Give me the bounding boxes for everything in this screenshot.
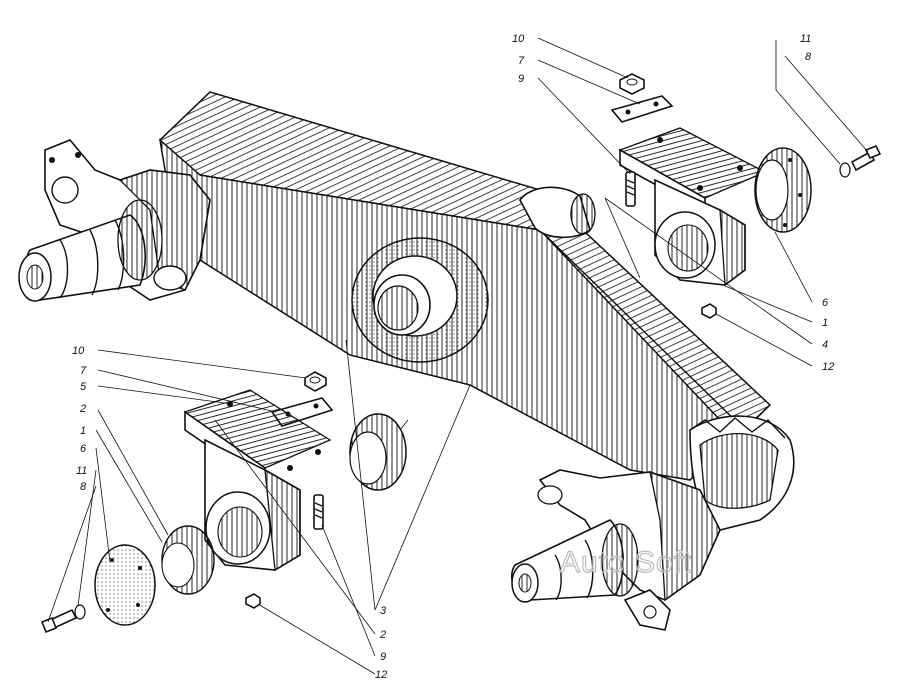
axle-beam xyxy=(159,91,795,531)
callout-upper-1: 1 xyxy=(822,317,828,329)
watermark-text: Auto Soft xyxy=(560,546,692,579)
callout-lower-1: 1 xyxy=(80,425,86,437)
right-steering-knuckle xyxy=(511,469,721,631)
left-steering-knuckle xyxy=(18,139,211,302)
callout-bottom-3: 3 xyxy=(380,605,387,617)
callout-bottom-2: 2 xyxy=(379,629,386,641)
callout-bottom-12: 12 xyxy=(375,669,387,681)
callout-upper-7: 7 xyxy=(518,55,525,67)
callout-lower-11: 11 xyxy=(76,465,87,477)
callout-upper-12: 12 xyxy=(822,361,834,373)
callout-upper-4: 4 xyxy=(822,339,828,351)
callout-lower-5: 5 xyxy=(80,381,87,393)
upper-bracket-assembly xyxy=(610,73,882,319)
callout-bottom-9: 9 xyxy=(380,651,386,663)
callout-upper-9: 9 xyxy=(518,73,524,85)
callout-upper-8: 8 xyxy=(805,51,812,63)
callout-upper-6: 6 xyxy=(822,297,829,309)
leader-lines xyxy=(47,37,869,675)
callout-lower-7: 7 xyxy=(80,365,87,377)
callout-upper-10: 10 xyxy=(512,33,525,45)
callout-lower-6: 6 xyxy=(80,443,87,455)
lower-bracket-assembly xyxy=(40,371,407,634)
callout-upper-11: 11 xyxy=(800,33,811,45)
callout-lower-8: 8 xyxy=(80,481,87,493)
callout-lower-10: 10 xyxy=(72,345,85,357)
callout-lower-2: 2 xyxy=(79,403,86,415)
callout-labels: 10 7 9 11 8 6 1 4 12 10 7 5 2 1 6 11 8 3… xyxy=(72,33,834,681)
